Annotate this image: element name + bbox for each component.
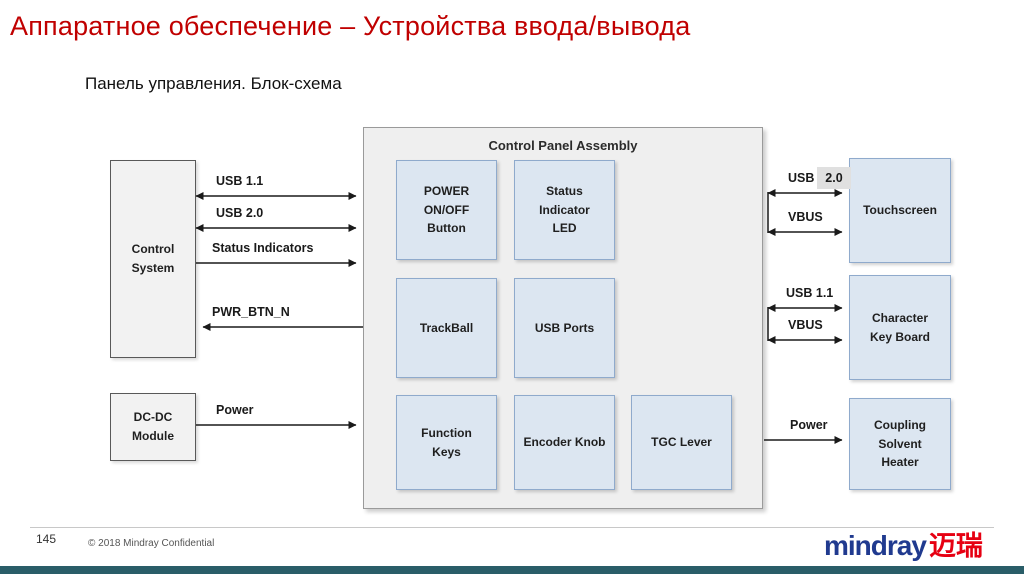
slide-title: Аппаратное обеспечение – Устройства ввод… bbox=[10, 11, 691, 41]
mindray-logo: mindray 迈瑞 bbox=[824, 524, 983, 563]
power-left-label: Power bbox=[216, 403, 254, 417]
slide-subtitle: Панель управления. Блок-схема bbox=[85, 74, 342, 93]
status-indicators-label: Status Indicators bbox=[212, 241, 314, 255]
control-panel-assembly-title: Control Panel Assembly bbox=[488, 138, 638, 153]
power-on-off-button-box: POWER ON/OFF Button bbox=[396, 160, 497, 260]
mindray-logo-latin: mindray bbox=[824, 530, 927, 561]
usb11-right-label: USB 1.1 bbox=[786, 286, 834, 300]
coupling-solvent-heater-box: Coupling Solvent Heater bbox=[849, 398, 951, 490]
copyright-text: © 2018 Mindray Confidential bbox=[88, 538, 215, 549]
function-keys-box: Function Keys bbox=[396, 395, 497, 490]
bottom-accent-bar bbox=[0, 566, 1024, 574]
usb11-left-label: USB 1.1 bbox=[216, 174, 264, 188]
pwr-btn-n-label: PWR_BTN_N bbox=[212, 305, 290, 319]
usb-version-chip: 2.0 bbox=[817, 167, 851, 189]
tgc-lever-box: TGC Lever bbox=[631, 395, 732, 490]
page-number: 145 bbox=[36, 532, 57, 546]
vbus-bottom-label: VBUS bbox=[788, 318, 823, 332]
usb20-left-label: USB 2.0 bbox=[216, 206, 264, 220]
usb-right-label: USB bbox=[788, 171, 815, 185]
encoder-knob-box: Encoder Knob bbox=[514, 395, 615, 490]
status-indicator-led-box: Status Indicator LED bbox=[514, 160, 615, 260]
usb-ports-box: USB Ports bbox=[514, 278, 615, 378]
vbus-top-label: VBUS bbox=[788, 210, 823, 224]
power-right-label: Power bbox=[790, 418, 828, 432]
mindray-logo-chinese: 迈瑞 bbox=[928, 531, 983, 561]
touchscreen-box: Touchscreen bbox=[849, 158, 951, 263]
trackball-box: TrackBall bbox=[396, 278, 497, 378]
dc-dc-module-box: DC-DC Module bbox=[110, 393, 196, 461]
character-keyboard-box: Character Key Board bbox=[849, 275, 951, 380]
footer-divider bbox=[30, 527, 994, 528]
control-system-box: Control System bbox=[110, 160, 196, 358]
